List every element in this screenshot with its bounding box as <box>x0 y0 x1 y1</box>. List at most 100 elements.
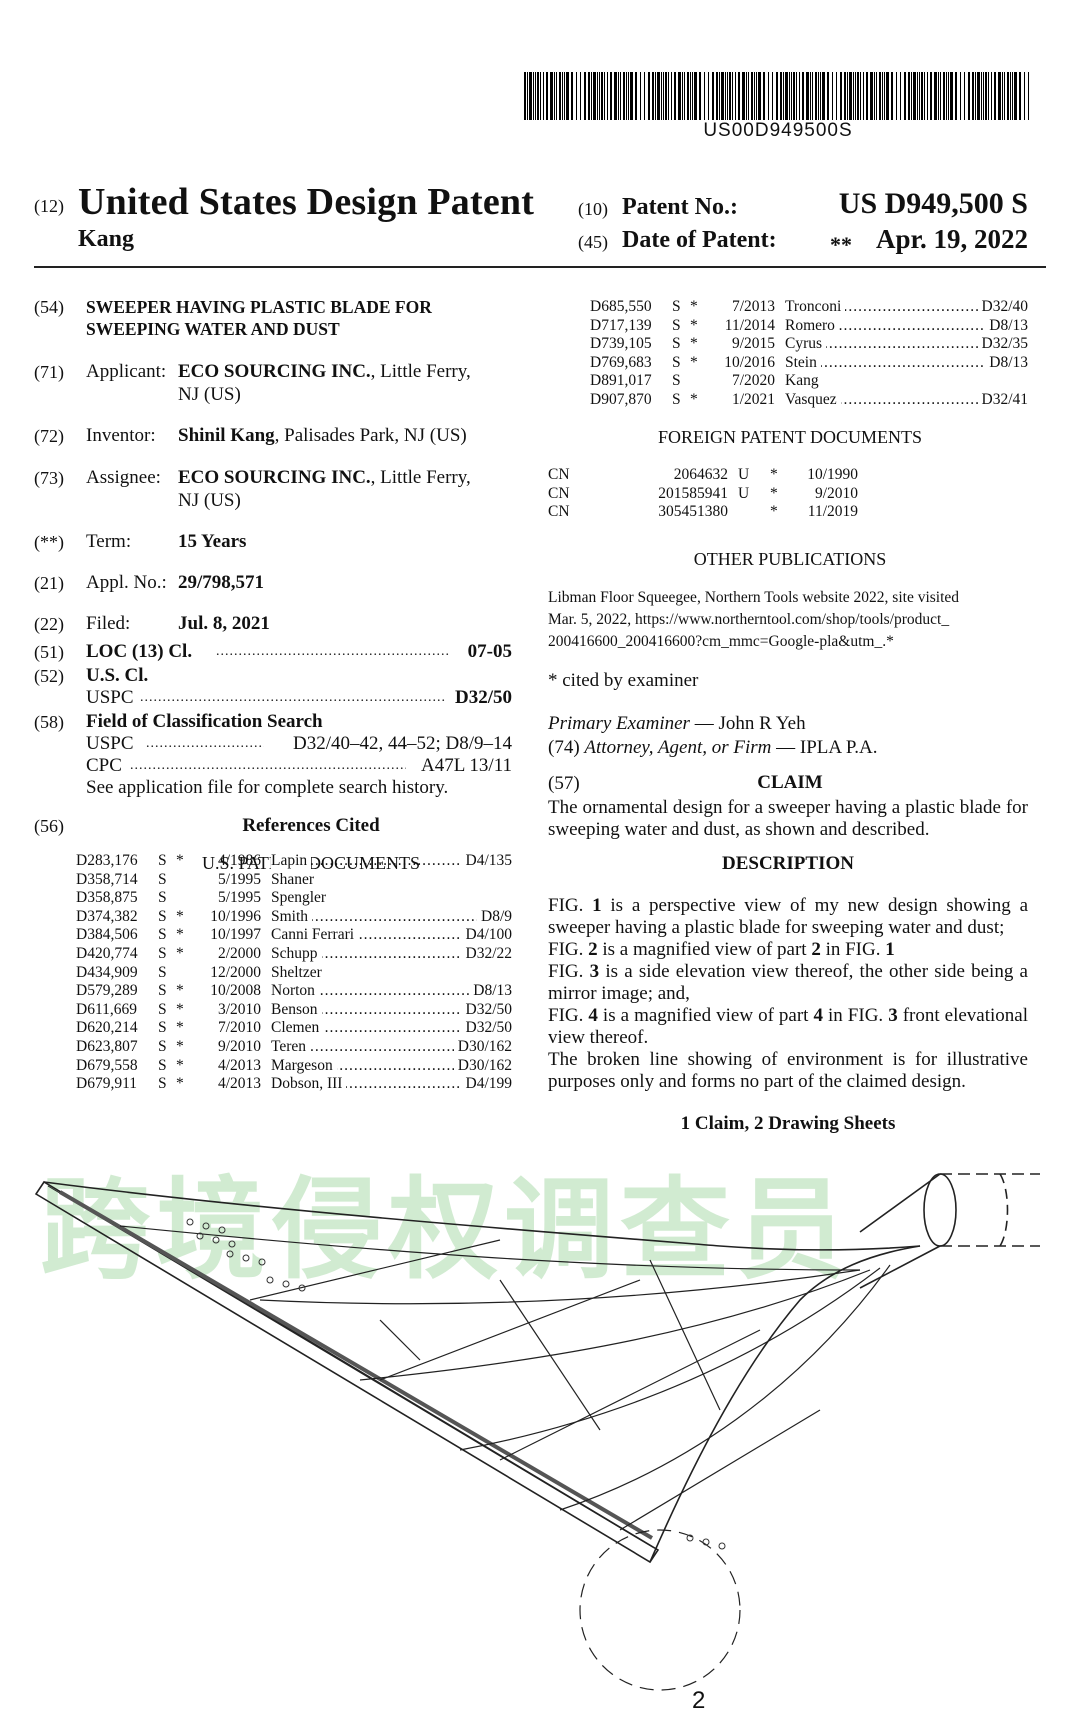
code-12: (12) <box>34 196 64 216</box>
reference-inventor: Stein <box>785 353 821 372</box>
examiner-cited-marker: * <box>690 353 698 371</box>
filed-value: Jul. 8, 2021 <box>178 613 270 634</box>
reference-class: D32/50 <box>461 1019 512 1038</box>
applicant-state: NJ (US) <box>178 384 241 405</box>
field-code: (58) <box>34 712 64 732</box>
dot-leader: ........................................… <box>305 1000 512 1018</box>
search-uspc-value: D32/40–42, 44–52; D8/9–14 <box>292 733 512 754</box>
reference-number: D769,683 <box>590 353 652 371</box>
field-code: (72) <box>34 426 64 446</box>
inventor-label: Inventor: <box>86 425 156 446</box>
field-code: (56) <box>34 816 64 836</box>
fig-number: 1 <box>885 939 895 960</box>
reference-date: 11/2019 <box>807 503 858 521</box>
reference-number: D679,558 <box>76 1056 138 1074</box>
reference-inventor: Benson <box>271 1000 322 1019</box>
reference-date: 3/2010 <box>217 1000 261 1018</box>
barcode-number: US00D949500S <box>703 120 853 141</box>
inventor-name: Shinil Kang <box>178 425 275 446</box>
examiner-cited-marker: * <box>176 1019 184 1037</box>
publication-line: Libman Floor Squeegee, Northern Tools we… <box>548 589 960 606</box>
reference-date: 7/2020 <box>731 372 775 390</box>
reference-class: D4/100 <box>461 926 512 945</box>
title-line-2: SWEEPING WATER AND DUST <box>86 319 340 339</box>
reference-date: 12/2000 <box>210 963 261 981</box>
patent-no-label: Patent No.: <box>622 194 738 220</box>
references-cited-label: References Cited <box>242 815 380 836</box>
reference-number: D739,105 <box>590 335 652 353</box>
description-text: FIG. 1 is a perspective view of my new d… <box>548 895 1028 1093</box>
assignee-label: Assignee: <box>86 467 161 488</box>
foreign-docs-title: FOREIGN PATENT DOCUMENTS <box>657 427 923 447</box>
fig-4-description: is a magnified view of part <box>597 1005 814 1026</box>
reference-inventor: Clemen <box>271 1019 324 1038</box>
examiner-cited-marker: * <box>176 1000 184 1018</box>
reference-kind: S <box>672 335 681 353</box>
reference-kind: S <box>158 1056 167 1074</box>
reference-kind: S <box>158 1000 167 1018</box>
examiner-cited-marker: * <box>176 1075 184 1093</box>
reference-number: D907,870 <box>590 391 652 408</box>
us-cl-label: U.S. Cl. <box>86 665 149 686</box>
reference-class: D30/162 <box>453 1038 512 1056</box>
reference-inventor: Tronconi <box>785 298 846 316</box>
field-code: (74) <box>548 737 580 758</box>
examiner-cited-marker: * <box>176 945 184 962</box>
reference-date: 4/2013 <box>217 1075 261 1093</box>
assignee-location: , Little Ferry, <box>370 467 471 488</box>
reference-date: 4/2013 <box>217 1056 261 1074</box>
field-code: (54) <box>34 297 64 317</box>
reference-kind: S <box>158 889 167 907</box>
reference-number: D358,714 <box>76 870 138 888</box>
date-label: Date of Patent: <box>622 227 777 253</box>
examiner-label: Primary Examiner <box>548 713 690 734</box>
reference-inventor: Smith <box>271 907 313 926</box>
fig-1-description: is a perspective view of my new design s… <box>548 895 1028 938</box>
callout-label: 2 <box>692 1687 705 1714</box>
reference-inventor: Sheltzer <box>271 963 326 982</box>
inventor-surname: Kang <box>78 226 135 252</box>
reference-kind: S <box>158 1019 167 1037</box>
reference-inventor: Spengler <box>271 889 331 908</box>
reference-date: 5/1995 <box>217 870 261 888</box>
search-cpc-label: CPC <box>86 755 122 776</box>
claims-and-sheets: 1 Claim, 2 Drawing Sheets <box>680 1113 896 1134</box>
dot-leader: ........................................… <box>146 736 264 751</box>
search-uspc-label: USPC <box>86 733 134 754</box>
reference-date: 2/2000 <box>217 945 261 962</box>
assignee-state: NJ (US) <box>178 490 241 511</box>
claim-text: The ornamental design for a sweeper havi… <box>548 797 1028 840</box>
dot-leader: ........................................… <box>814 335 1028 353</box>
reference-number: D358,875 <box>76 889 138 907</box>
attorney-label: Attorney, Agent, or Firm <box>584 737 772 758</box>
reference-kind: S <box>158 926 167 944</box>
dot-leader: ........................................… <box>305 945 512 962</box>
reference-kind: S <box>672 353 681 371</box>
patent-date: Apr. 19, 2022 <box>875 224 1028 254</box>
reference-date: 7/2013 <box>731 298 775 315</box>
dot-leader: ........................................… <box>305 982 512 1000</box>
reference-class: D30/162 <box>453 1056 512 1075</box>
reference-date: 1/2021 <box>731 391 775 408</box>
reference-kind: S <box>672 298 681 315</box>
fig-number: 1 <box>592 895 602 916</box>
reference-number: D623,807 <box>76 1038 138 1055</box>
reference-kind: U <box>738 484 750 502</box>
dot-leader: ........................................… <box>824 391 1028 408</box>
reference-inventor: Canni Ferrari <box>271 926 359 945</box>
publication-line: Mar. 5, 2022, https://www.northerntool.c… <box>548 611 950 628</box>
fig-4-description-tail: front elevational view thereof. <box>548 1005 1029 1048</box>
examiner-cited-marker: * <box>690 316 698 334</box>
reference-number: D620,214 <box>76 1019 138 1037</box>
reference-date: 10/1990 <box>807 466 858 483</box>
